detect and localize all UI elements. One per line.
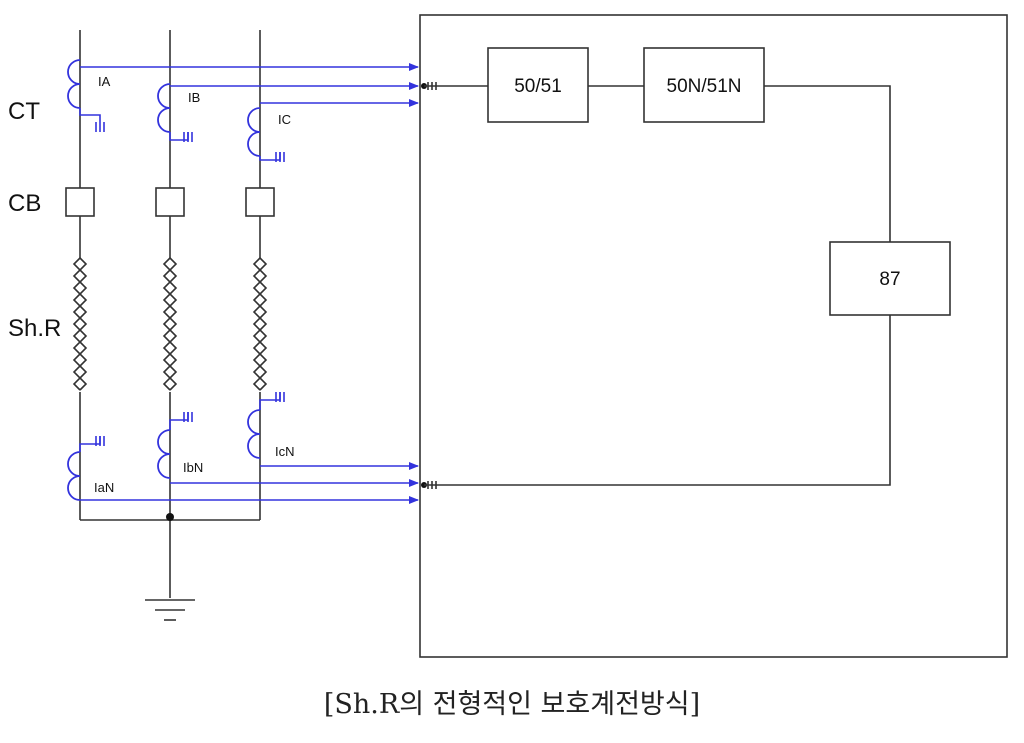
ct-phase-b <box>157 83 193 142</box>
ct-neutral-b <box>157 412 193 479</box>
cb-row-label: CB <box>8 190 41 217</box>
ground-icon <box>145 599 195 621</box>
function-87-label: 87 <box>879 269 900 290</box>
function-block-50n-51n: 50N/51N <box>643 47 765 123</box>
link-50n-51n-to-87 <box>764 85 891 242</box>
signal-icn-label: IcN <box>275 444 295 459</box>
shr-row-label: Sh.R <box>8 315 61 342</box>
circuit-breaker-a <box>65 187 95 217</box>
ct-neutral-c <box>247 392 285 459</box>
signal-ibn-label: IbN <box>183 460 203 475</box>
figure-caption: [Sh.R의 전형적인 보호계전방식] <box>323 689 701 720</box>
signal-ib-label: IB <box>188 90 200 105</box>
ct-phase-c <box>247 107 285 162</box>
ct-neutral-a <box>67 436 105 501</box>
ct-row-label: CT <box>8 98 40 125</box>
ct-phase-a <box>67 59 105 132</box>
signal-ia-label: IA <box>98 74 111 89</box>
neutral-junction-dot <box>166 513 174 521</box>
function-block-87: 87 <box>829 241 951 316</box>
signal-ic-label: IC <box>278 112 291 127</box>
function-block-50-51: 50/51 <box>487 47 589 123</box>
link-87-to-neutral-bus <box>424 315 891 486</box>
function-50n-51n-label: 50N/51N <box>667 76 742 97</box>
phase-conductors <box>79 30 261 598</box>
function-50-51-label: 50/51 <box>514 76 562 97</box>
shunt-reactor-c <box>252 257 268 391</box>
circuit-breaker-b <box>155 187 185 217</box>
shunt-reactor-a <box>72 257 88 391</box>
shunt-reactor-b <box>162 257 178 391</box>
signal-ian-label: IaN <box>94 480 114 495</box>
circuit-breaker-c <box>245 187 275 217</box>
